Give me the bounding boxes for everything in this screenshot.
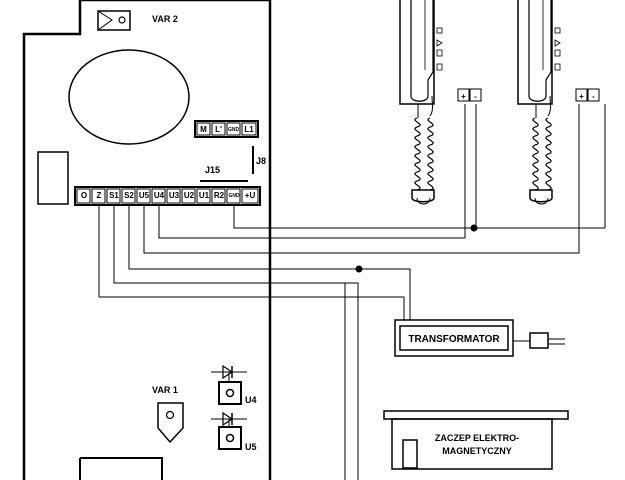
terminal-cell [226, 188, 241, 204]
terminal-cell [196, 188, 211, 204]
junction-dot [470, 224, 478, 232]
j8-label: J8 [256, 156, 266, 166]
terminal-l-prime: L' [215, 125, 222, 134]
bottom-terminal-block: O Z S1 S2 U5 U4 U3 U2 U1 R2 GND +U [74, 186, 261, 206]
wires [98, 104, 606, 480]
handset-1-plus: + [461, 92, 466, 101]
u4-button: U4 [211, 364, 257, 405]
terminal-cell [211, 188, 226, 204]
var1-jumper [157, 402, 184, 444]
terminal-gnd-top: GND [228, 127, 240, 133]
terminal-cell [91, 188, 106, 204]
top-terminal-block: M L' GND L1 [194, 120, 259, 138]
terminal-plus-u: +U [245, 191, 256, 200]
terminal-l1: L1 [244, 125, 254, 134]
terminal-cell [166, 188, 181, 204]
terminal-gnd-bottom: GND [228, 193, 240, 199]
terminal-u1: U1 [199, 191, 210, 200]
u5-label: U5 [245, 442, 257, 452]
panel-component [37, 151, 69, 205]
u5-button: U5 [211, 411, 257, 452]
handset-2-plus: + [579, 92, 584, 101]
terminal-cell [181, 188, 196, 204]
terminal-cell [136, 188, 151, 204]
terminal-u5: U5 [139, 191, 150, 200]
electromagnetic-lock: ZACZEP ELEKTRO- MAGNETYCZNY [383, 410, 569, 470]
var2-label: VAR 2 [152, 14, 178, 24]
speaker-icon [68, 49, 190, 145]
handset-2-minus: - [592, 92, 595, 101]
terminal-cell [76, 188, 91, 204]
transformer-label: TRANSFORMATOR [408, 334, 500, 345]
terminal-s1: S1 [109, 191, 119, 200]
terminal-u2: U2 [184, 191, 195, 200]
transformer: TRANSFORMATOR [394, 319, 565, 357]
lock-label-line2: MAGNETYCZNY [442, 446, 512, 456]
handset-2: + - [517, 0, 600, 205]
junction-dot [355, 265, 363, 273]
handset-1-minus: - [474, 92, 477, 101]
terminal-z: Z [97, 191, 102, 200]
terminal-r2: R2 [214, 191, 225, 200]
j15-label: J15 [205, 165, 220, 175]
u4-label: U4 [245, 395, 257, 405]
terminal-cell [121, 188, 136, 204]
lock-label-line1: ZACZEP ELEKTRO- [435, 433, 519, 443]
terminal-s2: S2 [124, 191, 134, 200]
terminal-cell [151, 188, 166, 204]
handset-1: + - [399, 0, 482, 205]
var1-label: VAR 1 [152, 385, 178, 395]
terminal-m: M [200, 125, 207, 134]
plug-icon [529, 332, 549, 349]
terminal-cell [106, 188, 121, 204]
terminal-o: O [81, 191, 87, 200]
var2-jumper [97, 10, 131, 31]
terminal-cell [241, 188, 259, 204]
door-panel: VAR 2 M L' GND L1 J8 J15 O Z S [22, 0, 272, 480]
terminal-u3: U3 [169, 191, 180, 200]
terminal-u4: U4 [154, 191, 165, 200]
